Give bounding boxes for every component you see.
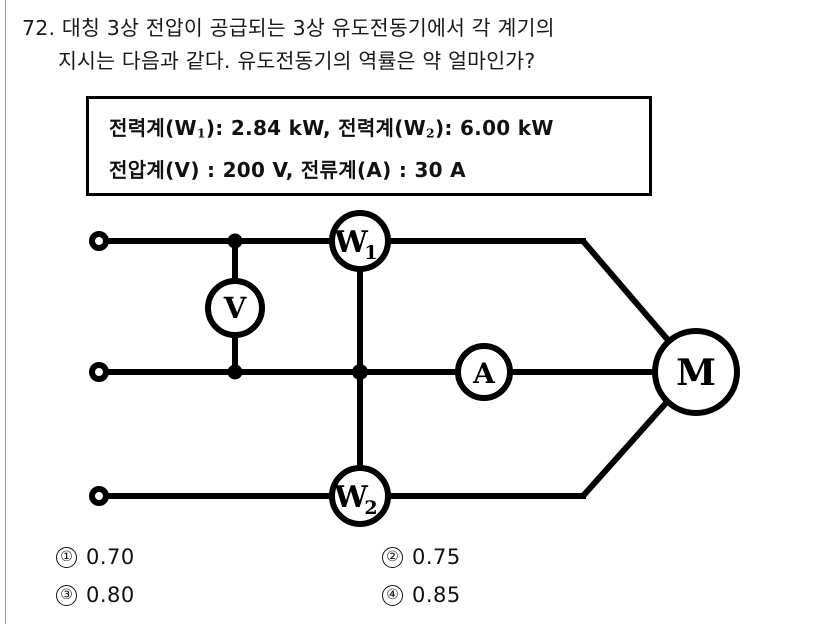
w2-value-text: ): 6.00 kW: [434, 116, 554, 140]
wire-phase1-diagonal-to-motor: [580, 239, 671, 342]
wattmeter1-label-subscript: 1: [364, 242, 377, 264]
answer-option-3-text: 0.80: [86, 583, 135, 607]
question-line-2: 지시는 다음과 같다. 유도전동기의 역률은 약 얼마인가?: [58, 49, 536, 73]
answer-option-1-text: 0.70: [86, 545, 135, 569]
terminal-phase-1[interactable]: [89, 231, 109, 251]
w1-value-and-w2-prefix: ): 2.84 kW, 전력계(W: [205, 116, 427, 140]
answer-option-2[interactable]: ② 0.75: [382, 545, 461, 569]
answer-option-3-number: ③: [56, 584, 77, 606]
terminal-phase-3[interactable]: [89, 486, 109, 506]
answer-option-4-text: 0.85: [412, 583, 461, 607]
terminal-phase-2[interactable]: [89, 362, 109, 382]
wire-phase3-diagonal-to-motor: [580, 401, 669, 498]
wattmeter1-symbol[interactable]: [329, 210, 391, 272]
voltmeter-label: V: [223, 291, 247, 325]
w1-subscript: 1: [196, 125, 206, 141]
answer-option-2-number: ②: [382, 546, 403, 568]
wattmeter2-label-group: W 2: [333, 480, 377, 519]
wattmeter2-label: W: [333, 480, 369, 515]
junction-dot-phase2-wattmeter: [352, 364, 368, 380]
three-phase-circuit-diagram: V A M W 1 W 2: [0, 200, 826, 540]
wattmeter1-label-group: W 1: [333, 225, 377, 264]
answer-option-3[interactable]: ③ 0.80: [56, 583, 135, 607]
answer-option-2-text: 0.75: [412, 545, 461, 569]
motor-label: M: [676, 352, 716, 394]
page-border-rule: [5, 0, 6, 624]
motor-symbol[interactable]: [652, 328, 740, 416]
answer-options: ① 0.70 ② 0.75 ③ 0.80 ④ 0.85: [56, 545, 756, 621]
voltmeter-symbol[interactable]: [205, 278, 265, 338]
measurement-row-volt-amp: 전압계(V) : 200 V, 전류계(A) : 30 A: [109, 158, 466, 182]
measurement-values-box: 전력계(W1): 2.84 kW, 전력계(W2): 6.00 kW 전압계(V…: [86, 96, 652, 196]
ammeter-symbol[interactable]: [455, 343, 513, 401]
measurement-row-wattmeters: 전력계(W1): 2.84 kW, 전력계(W2): 6.00 kW: [109, 112, 554, 141]
answer-option-1-number: ①: [56, 546, 77, 568]
w2-subscript: 2: [426, 125, 435, 141]
junction-dot-phase2-voltmeter: [227, 364, 243, 380]
question-stem: 72. 대칭 3상 전압이 공급되는 3상 유도전동기에서 각 계기의 지시는 …: [22, 12, 782, 78]
wattmeter2-label-subscript: 2: [364, 497, 377, 519]
wattmeter2-symbol[interactable]: [329, 465, 391, 527]
answer-options-row-1: ① 0.70 ② 0.75: [56, 545, 756, 583]
question-line-1: 72. 대칭 3상 전압이 공급되는 3상 유도전동기에서 각 계기의: [22, 16, 555, 40]
wattmeter1-label: W: [333, 225, 369, 260]
ammeter-label: A: [472, 357, 496, 390]
w1-prefix-text: 전력계(W: [109, 116, 197, 140]
answer-option-4-number: ④: [382, 584, 403, 606]
answer-options-row-2: ③ 0.80 ④ 0.85: [56, 583, 756, 621]
junction-dot-phase1-voltmeter: [227, 233, 243, 249]
answer-option-4[interactable]: ④ 0.85: [382, 583, 461, 607]
answer-option-1[interactable]: ① 0.70: [56, 545, 135, 569]
